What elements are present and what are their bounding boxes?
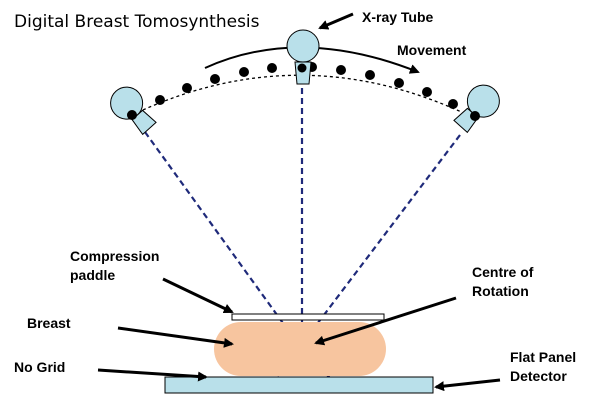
compression-paddle <box>231 313 385 321</box>
pointer-arrow-icon <box>117 326 234 348</box>
beam-right <box>301 134 461 345</box>
trajectory-dot <box>336 65 346 75</box>
xray-tube-icon <box>453 84 500 134</box>
trajectory-dot <box>210 74 220 84</box>
trajectory-dot <box>422 87 432 97</box>
label-detector-2: Detector <box>510 368 567 384</box>
label-detector-1: Flat Panel <box>510 349 576 365</box>
label-compression-paddle-2: paddle <box>70 267 115 283</box>
xray-tube-icon <box>110 86 157 136</box>
flat-panel-detector <box>164 376 434 394</box>
trajectory-dot <box>182 83 192 93</box>
trajectory-dot <box>155 95 165 105</box>
label-movement: Movement <box>397 42 467 58</box>
label-centre-2: Rotation <box>472 283 529 299</box>
label-xray-tube: X-ray Tube <box>362 9 434 25</box>
trajectory-dot <box>239 67 249 77</box>
pointer-arrow-icon <box>314 296 457 346</box>
diagram-title: Digital Breast Tomosynthesis <box>14 12 260 32</box>
label-no-grid: No Grid <box>14 359 65 375</box>
trajectory-dot <box>365 70 375 80</box>
label-compression-paddle-1: Compression <box>70 248 159 264</box>
beam-left <box>144 131 299 345</box>
trajectory-dot <box>267 63 277 73</box>
focal-spot-left <box>127 110 137 120</box>
label-centre-1: Centre of <box>472 264 534 280</box>
pointer-arrow-icon <box>434 378 501 392</box>
trajectory-dots <box>155 62 458 109</box>
label-breast: Breast <box>27 315 71 331</box>
pointer-arrow-icon <box>318 12 354 30</box>
trajectory-dot <box>394 78 404 88</box>
pointer-arrow-icon <box>97 368 208 382</box>
pointer-arrow-icon <box>162 277 234 314</box>
focal-spot-center <box>297 63 307 73</box>
focal-spot-right <box>470 111 480 121</box>
xray-tube-icon <box>286 29 320 85</box>
trajectory-dot <box>448 99 458 109</box>
